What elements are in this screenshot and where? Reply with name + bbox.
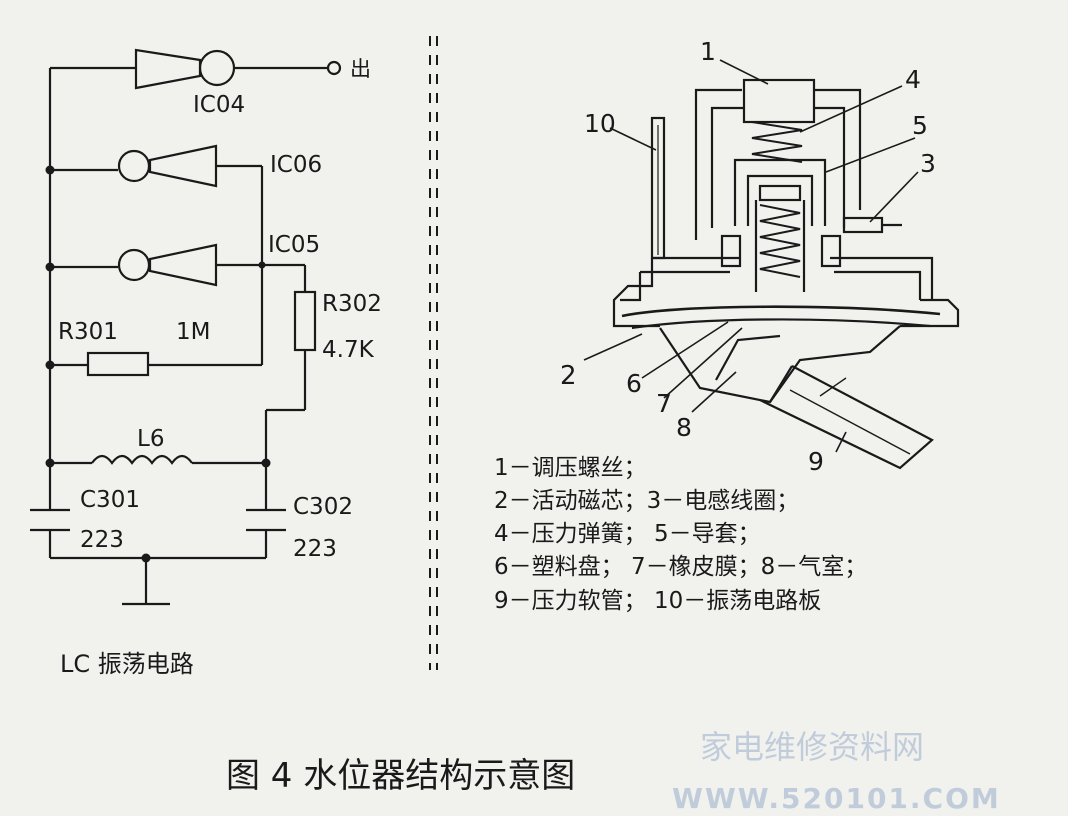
circuit-caption: LC 振荡电路: [60, 650, 194, 678]
c301-label: C301: [80, 487, 140, 513]
callout-10: 10: [584, 109, 616, 138]
output-label: 出: [350, 57, 371, 81]
watermark-url: WWW.520101.COM: [672, 782, 1001, 815]
c302-label: C302: [293, 494, 353, 520]
c301-value: 223: [80, 527, 124, 553]
r302-label: R302: [322, 291, 382, 317]
watermark-cn: 家电维修资料网: [700, 728, 924, 766]
callout-3: 3: [920, 149, 936, 178]
figure-title: 图 4 水位器结构示意图: [226, 756, 575, 796]
callout-6: 6: [626, 369, 642, 398]
ic04-label: IC04: [193, 92, 245, 118]
callout-9: 9: [808, 447, 824, 476]
callout-leaders: [583, 59, 919, 453]
r301-value: 1M: [176, 319, 210, 345]
callout-1: 1: [700, 37, 716, 66]
legend-line-2: 2－活动磁芯；3－电感线圈；: [494, 488, 799, 514]
legend-line-4: 6－塑料盘； 7－橡皮膜；8－气室；: [494, 554, 867, 580]
callout-4: 4: [905, 65, 921, 94]
callout-8: 8: [676, 413, 692, 442]
legend-line-1: 1－调压螺丝；: [494, 455, 647, 481]
legend-line-5: 9－压力软管； 10－振荡电路板: [494, 588, 821, 614]
ic05-label: IC05: [268, 232, 320, 258]
callout-5: 5: [912, 111, 928, 140]
water-level-sensor-drawing: [612, 78, 960, 470]
r302-value: 4.7K: [322, 337, 375, 363]
callout-2: 2: [560, 361, 577, 391]
legend-line-3: 4－压力弹簧； 5－导套；: [494, 521, 761, 547]
junction-dots: [45, 165, 271, 563]
center-divider: [429, 36, 438, 670]
c302-value: 223: [293, 536, 337, 562]
r301-label: R301: [58, 319, 118, 345]
callout-7: 7: [656, 389, 672, 418]
parts-legend: 1－调压螺丝； 2－活动磁芯；3－电感线圈； 4－压力弹簧； 5－导套； 6－塑…: [494, 455, 867, 614]
l6-label: L6: [137, 426, 164, 452]
ic06-label: IC06: [270, 152, 322, 178]
